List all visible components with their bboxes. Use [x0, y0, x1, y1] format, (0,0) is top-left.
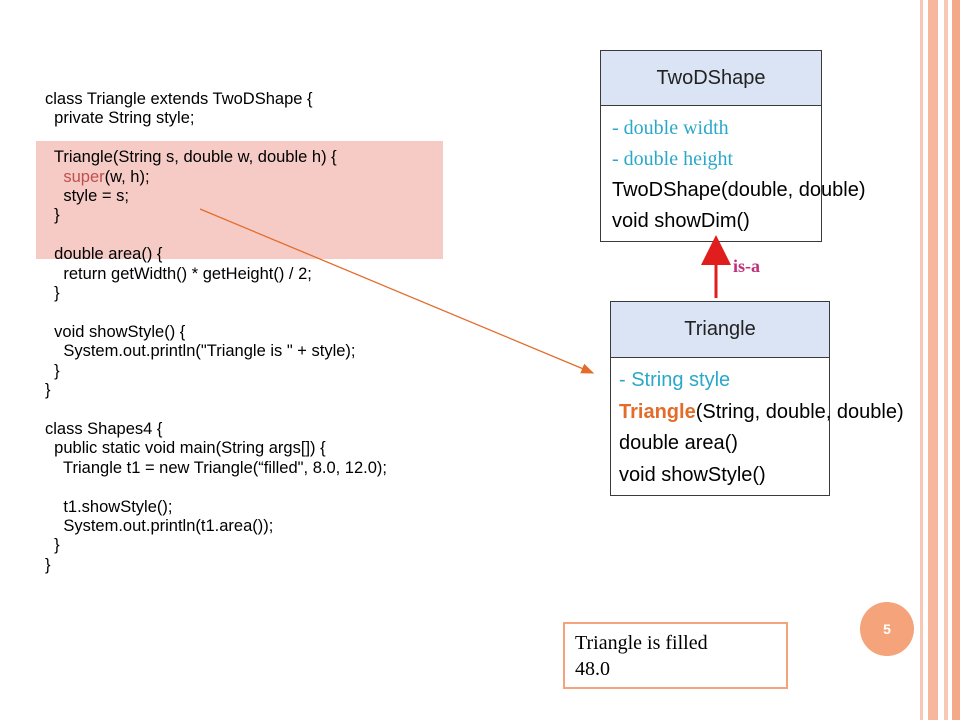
code-line: class Shapes4 {: [45, 419, 163, 438]
uml-method-constructor: Triangle(String, double, double): [619, 397, 904, 429]
code-line: private String style;: [45, 109, 195, 128]
uml-constructor-params: (String, double, double): [695, 400, 904, 423]
code-line: Triangle t1 = new Triangle(“filled", 8.0…: [45, 458, 387, 477]
output-line: 48.0: [575, 658, 610, 680]
code-line: System.out.println(t1.area());: [45, 516, 274, 535]
uml-method-showstyle: void showStyle(): [619, 463, 766, 486]
code-line-super: super(w, h);: [45, 167, 150, 186]
code-listing: class Triangle extends TwoDShape { priva…: [45, 90, 387, 575]
code-line: }: [45, 284, 60, 303]
code-line: }: [45, 536, 60, 555]
uml-class-name: Triangle: [611, 302, 829, 358]
program-output: Triangle is filled 48.0: [563, 622, 788, 689]
uml-constructor-name: Triangle: [619, 400, 696, 423]
page-number-badge: 5: [860, 602, 914, 656]
constructor-pointer-arrow: [199, 208, 595, 374]
code-line: class Triangle extends TwoDShape {: [45, 90, 313, 108]
code-line: style = s;: [45, 187, 129, 206]
uml-class-twodshape: TwoDShape - double width - double height…: [600, 50, 866, 242]
code-line: t1.showStyle();: [45, 497, 173, 516]
code-line: }: [45, 361, 60, 380]
output-line: Triangle is filled: [575, 632, 708, 654]
code-line: void showStyle() {: [45, 322, 186, 341]
uml-method-showdim: void showDim(): [612, 210, 750, 232]
uml-class-triangle: Triangle - String style Triangle(String,…: [610, 301, 904, 496]
uml-field-height: - double height: [612, 148, 734, 170]
code-line: }: [45, 381, 51, 400]
constructor-highlight: [36, 141, 443, 259]
uml-method-area: double area(): [619, 432, 738, 454]
code-line: }: [45, 206, 60, 225]
code-line: return getWidth() * getHeight() / 2;: [45, 264, 312, 283]
slide-border-decoration: [920, 0, 960, 720]
super-args: (w, h);: [104, 167, 150, 186]
code-line: }: [45, 555, 51, 574]
uml-field-style: - String style: [619, 369, 731, 391]
uml-field-width: - double width: [612, 117, 729, 139]
code-line: System.out.println("Triangle is " + styl…: [45, 342, 356, 361]
code-line: double area() {: [45, 245, 163, 264]
uml-method-constructor: TwoDShape(double, double): [612, 179, 866, 201]
super-keyword: super: [63, 167, 105, 186]
code-line: public static void main(String args[]) {: [45, 439, 326, 458]
is-a-label: is-a: [733, 256, 760, 276]
uml-class-name: TwoDShape: [601, 51, 821, 106]
code-line: Triangle(String s, double w, double h) {: [45, 148, 337, 167]
